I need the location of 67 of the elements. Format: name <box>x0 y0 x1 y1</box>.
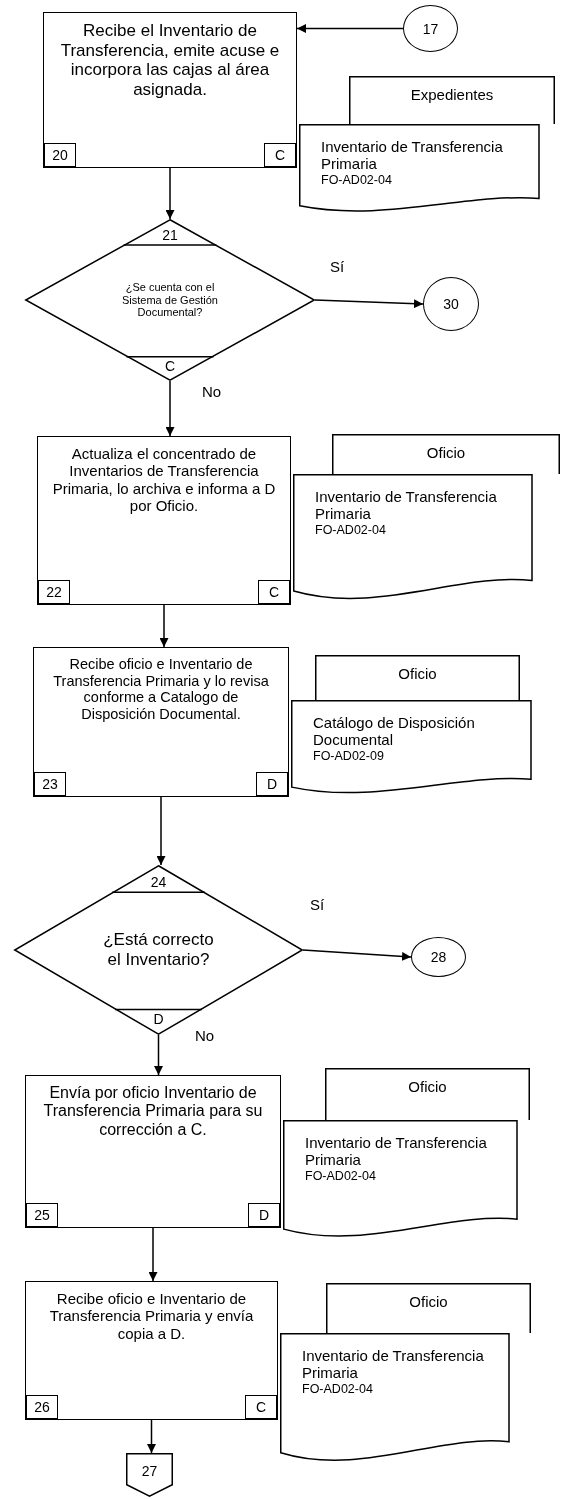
document-shape <box>349 76 555 124</box>
document-title: Oficio <box>425 444 467 462</box>
process-box <box>25 1075 281 1228</box>
document-title: Inventario de Transferencia Primaria <box>321 138 504 173</box>
role-label: D <box>152 1010 165 1027</box>
arrow <box>165 167 175 220</box>
document-title: Oficio <box>397 665 438 683</box>
role-label: D <box>256 772 288 796</box>
arrow <box>154 1034 163 1076</box>
arrow <box>296 24 404 33</box>
process-box <box>43 12 297 168</box>
role-label: C <box>258 580 290 604</box>
document-shape <box>326 1283 531 1333</box>
form-code: FO-AD02-09 <box>313 748 385 763</box>
role-label: C <box>245 1395 277 1419</box>
step-description: Recibe el Inventario de Transferencia, emite acuse e incorpora las cajas al área asignada. <box>59 21 281 100</box>
connector-circle <box>411 937 466 977</box>
document-shape <box>332 434 560 474</box>
off-page-connector <box>126 1453 173 1497</box>
document-title: Inventario de Transferencia Primaria <box>315 488 498 523</box>
step-description: Recibe oficio e Inventario de Transferencia Primaria y lo revisa conforme a Catalogo de Disposición Documental. <box>52 656 270 723</box>
step-description: Envía por oficio Inventario de Transferencia Primaria para su corrección a C. <box>42 1084 264 1140</box>
document-title: Expedientes <box>409 86 495 104</box>
form-code: FO-AD02-04 <box>321 172 393 187</box>
decision-question: ¿Está correcto el Inventario? <box>102 930 215 970</box>
connector-number: 27 <box>140 1463 159 1480</box>
step-number: 20 <box>44 143 76 167</box>
form-code: FO-AD02-04 <box>302 1381 374 1396</box>
connector-number: 30 <box>442 295 460 313</box>
document-title: Inventario de Transferencia Primaria <box>305 1134 488 1169</box>
arrow <box>156 796 166 866</box>
arrow <box>302 949 412 961</box>
arrow <box>165 380 175 437</box>
connector-circle <box>403 5 458 52</box>
connector-number: 28 <box>429 948 448 966</box>
decision-question: ¿Se cuenta con el Sistema de Gestión Documental? <box>121 281 219 319</box>
step-number: 26 <box>26 1395 58 1419</box>
step-description: Actualiza el concentrado de Inventarios de Transferencia Primaria, lo archiva e informa a D por Oficio. <box>52 445 276 514</box>
document-title: Inventario de Transferencia Primaria <box>302 1347 485 1382</box>
role-label: C <box>163 357 177 374</box>
form-code: FO-AD02-04 <box>315 522 387 537</box>
step-number: 25 <box>26 1203 58 1227</box>
document-title: Catálogo de Disposición Documental <box>313 714 476 749</box>
step-number: 24 <box>149 874 168 891</box>
process-box <box>25 1281 278 1420</box>
arrow <box>314 299 424 309</box>
document-shape <box>315 655 520 700</box>
decision-diamond <box>25 219 315 381</box>
step-number: 21 <box>161 226 179 243</box>
form-code: FO-AD02-04 <box>305 1168 377 1183</box>
step-description: Recibe oficio e Inventario de Transferencia Primaria y envía copia a D. <box>48 1290 255 1342</box>
document-shape <box>325 1068 530 1120</box>
edge-label: Sí <box>328 258 347 275</box>
arrow <box>147 1419 156 1454</box>
role-label: D <box>248 1203 280 1227</box>
connector-circle <box>423 277 479 331</box>
process-box <box>33 647 289 797</box>
arrow <box>148 1227 158 1282</box>
document-title: Oficio <box>407 1078 448 1096</box>
connector-number: 17 <box>421 20 440 37</box>
arrow <box>159 604 169 648</box>
process-box <box>37 436 291 605</box>
step-number: 23 <box>34 772 66 796</box>
role-label: C <box>264 143 296 167</box>
edge-label: Sí <box>308 896 327 913</box>
step-number: 22 <box>38 580 70 604</box>
document-title: Oficio <box>408 1293 449 1311</box>
